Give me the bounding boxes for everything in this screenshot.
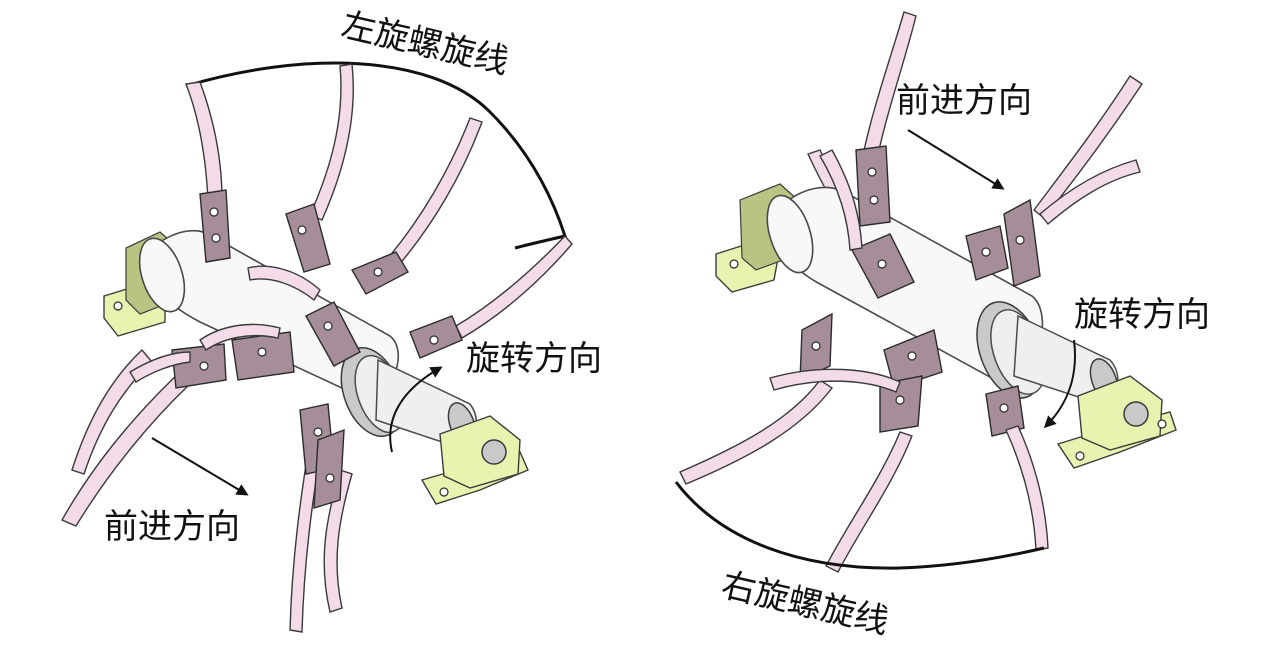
left-blade (129, 351, 191, 383)
right-tiller-assembly (674, 11, 1177, 573)
right-forward-label: 前进方向 (896, 81, 1032, 121)
plate-hole (199, 361, 209, 371)
right-rotation-arrow (1043, 339, 1076, 429)
left-blade (185, 81, 223, 201)
left-blade (61, 370, 191, 527)
left-tiller-assembly (61, 61, 573, 633)
plate-hole (877, 259, 887, 269)
left-bearing-housing (439, 415, 521, 489)
left-blade (199, 323, 281, 351)
right-blade (825, 431, 913, 573)
plate-hole (323, 321, 333, 331)
right-bearing-bore (1123, 401, 1149, 427)
plate-hole (907, 351, 917, 361)
right-bearing-housing (1077, 375, 1163, 451)
plate-hole (895, 395, 905, 405)
left-blade (455, 234, 573, 339)
right-blade (679, 379, 834, 485)
left-blade (71, 348, 153, 475)
plate-hole (867, 167, 877, 177)
plate-hole (313, 427, 323, 437)
right-blade-plates (799, 145, 1041, 437)
bearing-bolt-hole (113, 301, 123, 311)
left-blade (247, 265, 321, 302)
plate-hole (869, 195, 879, 205)
blade-plate (855, 145, 891, 227)
blade-plate (171, 343, 227, 389)
plate-hole (429, 335, 439, 345)
left-forward-label: 前进方向 (104, 507, 240, 547)
right-shaft-end (766, 194, 814, 274)
right-blade (1039, 159, 1141, 226)
bearing-bolt-hole (439, 487, 449, 497)
blade-plate (305, 301, 361, 367)
left-helix-curve (185, 61, 567, 250)
right-blade (1005, 425, 1049, 551)
plate-hole (325, 473, 335, 483)
left-blade (323, 469, 353, 613)
plate-hole (1015, 235, 1025, 245)
right-forward-arrow (907, 129, 1005, 190)
left-rotation-label: 旋转方向 (466, 339, 602, 379)
plate-hole (999, 403, 1009, 413)
left-shaft-end (138, 237, 186, 313)
plate-hole (373, 267, 383, 277)
left-blade (309, 63, 354, 221)
blade-plate (313, 428, 345, 509)
right-blade (819, 149, 863, 251)
blade-plate (199, 189, 231, 263)
right-blade (769, 368, 901, 393)
blade-plate (285, 203, 331, 273)
right-helix-curve (674, 481, 1045, 570)
bearing-bolt-hole (1075, 451, 1085, 461)
plate-hole (811, 341, 821, 351)
plate-hole (257, 347, 267, 357)
plate-hole (297, 225, 307, 235)
right-rotation-label: 旋转方向 (1074, 295, 1210, 335)
left-blade-plates (171, 189, 463, 509)
left-bearing-bore (481, 439, 507, 465)
left-blade (387, 117, 483, 267)
plate-hole (209, 207, 219, 217)
plate-hole (981, 247, 991, 257)
bearing-bolt-hole (1157, 419, 1167, 429)
left-rotation-arrow (389, 366, 443, 453)
plate-hole (211, 233, 221, 243)
right-blade (1033, 75, 1143, 219)
left-forward-arrow (151, 437, 249, 496)
bearing-bolt-hole (729, 259, 739, 269)
